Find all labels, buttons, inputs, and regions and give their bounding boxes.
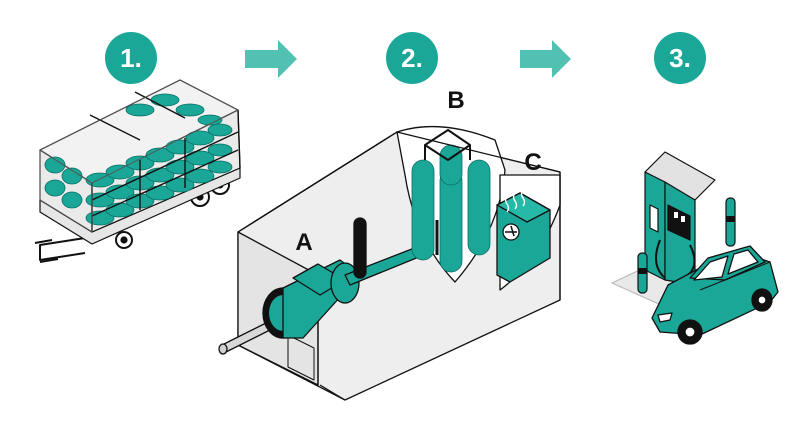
arrow-right-icon (245, 40, 297, 78)
arrow-right-icon (520, 40, 571, 78)
gas-trailer-icon (34, 79, 241, 263)
component-b-label: B (447, 87, 464, 114)
compressor-station-icon (218, 125, 561, 401)
step-3-label: 3. (669, 43, 691, 73)
step-1-badge: 1. (105, 32, 157, 84)
car-icon (651, 245, 779, 345)
component-c-label: C (524, 149, 541, 176)
step-2-badge: 2. (386, 32, 438, 84)
step-3-badge: 3. (654, 32, 706, 84)
component-a-label: A (295, 229, 312, 256)
step-2-label: 2. (401, 43, 423, 73)
step-1-label: 1. (120, 43, 142, 73)
